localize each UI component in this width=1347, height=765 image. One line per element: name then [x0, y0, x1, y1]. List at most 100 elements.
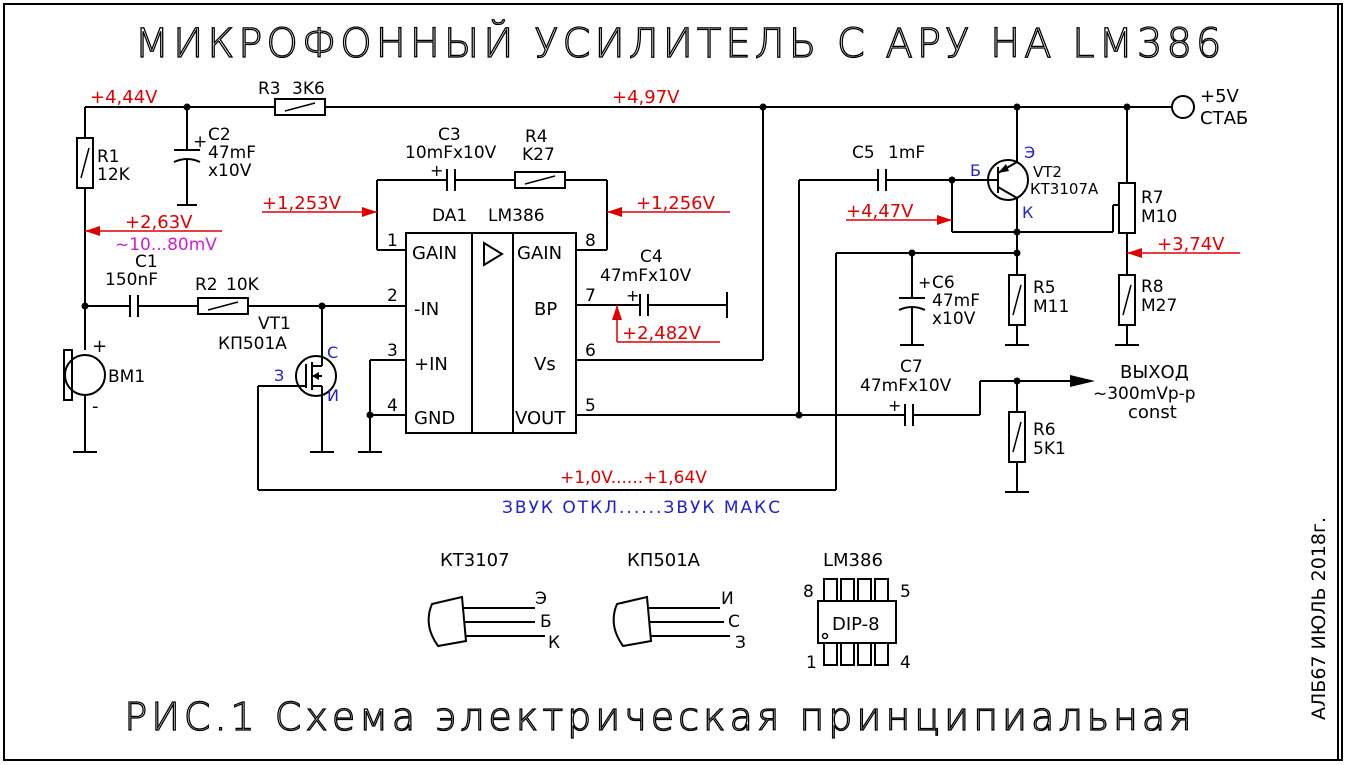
pin-7: 7 — [585, 286, 596, 306]
package-kt3107 — [427, 595, 545, 648]
vt1-drain: С — [327, 343, 338, 362]
c6-ref: C6 — [932, 273, 955, 293]
output-level: ~300mVp-p — [1093, 384, 1196, 404]
pkg-kt-pin-k: К — [548, 633, 560, 653]
voltage-4-47: +4,47V — [846, 201, 914, 222]
c6-voltage: x10V — [932, 309, 976, 329]
resistor-r4 — [514, 171, 566, 189]
r3-ref: R3 — [258, 79, 281, 99]
pin-5: 5 — [585, 396, 596, 416]
ic-right-vout: VOUT — [515, 408, 566, 429]
supply-sub: СТАБ — [1200, 108, 1248, 129]
signal-level: ~10...80mV — [115, 235, 217, 255]
pin-6: 6 — [585, 341, 596, 361]
c2-plus: + — [193, 132, 207, 152]
pin-3: 3 — [387, 341, 398, 361]
pkg-lm-pin1: 1 — [806, 653, 817, 673]
drawing-frame — [3, 3, 1343, 761]
c3-ref: C3 — [438, 125, 461, 145]
resistor-r3 — [274, 98, 326, 116]
r1-ref: R1 — [97, 147, 120, 167]
ic-right-gain: GAIN — [517, 243, 562, 264]
package-kp501 — [612, 595, 730, 648]
pkg-lm-pin5: 5 — [900, 582, 911, 602]
pkg-kp-pin-i: И — [721, 589, 734, 609]
vt2-type: КТ3107А — [1030, 180, 1099, 198]
bm1-ref: BM1 — [108, 367, 145, 387]
sound-range: ЗВУК ОТКЛ......ЗВУК МАКС — [502, 498, 782, 518]
voltage-2-482: +2,482V — [622, 323, 702, 344]
r5-value: M11 — [1033, 297, 1069, 317]
bm1-minus: - — [92, 396, 99, 417]
package-dip8 — [817, 578, 897, 666]
resistor-r8 — [1118, 274, 1136, 326]
ic-lm386 — [405, 232, 577, 434]
pin-1: 1 — [387, 231, 398, 251]
vt1-gate: З — [274, 366, 284, 385]
c2-value: 47mF — [208, 143, 256, 163]
pkg-lm-body: DIP-8 — [832, 614, 880, 635]
output-label: ВЫХОД — [1120, 362, 1189, 383]
supply-terminal — [1171, 95, 1195, 119]
voltage-4-97: +4,97V — [612, 87, 680, 108]
resistor-r5 — [1008, 274, 1026, 326]
ic-right-vs: Vs — [534, 354, 556, 375]
pkg-lm-pin4: 4 — [900, 653, 911, 673]
voltage-gate-range: +1,0V......+1,64V — [560, 468, 707, 488]
resistor-r2 — [197, 297, 249, 315]
voltage-1-253: +1,253V — [262, 193, 342, 214]
bm1-plus: + — [92, 336, 107, 357]
c7-plus: + — [888, 396, 901, 415]
pkg-kt-pin-e: Э — [535, 589, 547, 609]
da1-type: LM386 — [488, 206, 545, 226]
output-const: const — [1128, 402, 1177, 423]
ic-left-noninv: +IN — [414, 354, 448, 375]
ic-left-inv: -IN — [414, 299, 439, 320]
potentiometer-r7 — [1118, 182, 1136, 234]
figure-caption: РИС.1 Схема электрическая принципиальная — [124, 695, 1195, 739]
ic-right-bp: BP — [534, 299, 557, 320]
c1-ref: C1 — [135, 252, 158, 272]
r5-ref: R5 — [1033, 278, 1056, 298]
c1-value: 150nF — [105, 270, 158, 290]
c5-value: 1mF — [888, 143, 925, 163]
diagram-title: МИКРОФОННЫЙ УСИЛИТЕЛЬ С АРУ НА LM386 — [135, 19, 1226, 67]
c6-plus: + — [918, 273, 931, 292]
r8-ref: R8 — [1141, 277, 1164, 297]
pkg-kp-pin-z: З — [735, 633, 746, 653]
vt1-source: И — [327, 386, 339, 405]
c5-ref: C5 — [852, 143, 875, 163]
voltage-2-63: +2,63V — [125, 212, 193, 233]
c2-ref: C2 — [208, 125, 231, 145]
r4-value: K27 — [522, 145, 555, 165]
r3-value: 3K6 — [292, 79, 325, 99]
ic-left-gnd: GND — [414, 408, 455, 429]
pin-2: 2 — [387, 286, 398, 306]
pin-8: 8 — [585, 231, 596, 251]
r1-value: 12K — [97, 165, 131, 185]
r4-ref: R4 — [525, 127, 548, 147]
pkg-kp-pin-s: С — [728, 612, 740, 632]
pkg-lm-pin8: 8 — [803, 582, 814, 602]
ic-left-gain: GAIN — [412, 243, 457, 264]
r8-value: M27 — [1141, 296, 1177, 316]
c7-value: 47mFx10V — [860, 376, 952, 396]
resistor-r1 — [76, 137, 94, 189]
r7-value: M10 — [1141, 207, 1177, 227]
vt1-type: КП501А — [218, 334, 287, 354]
voltage-3-74: +3,74V — [1157, 234, 1225, 255]
vt2-collector: К — [1022, 203, 1034, 222]
c6-value: 47mF — [932, 291, 980, 311]
c4-ref: C4 — [640, 247, 663, 267]
c3-plus: + — [430, 161, 443, 180]
c4-plus: + — [626, 286, 639, 305]
c2-voltage: x10V — [208, 161, 252, 181]
c4-value: 47mFx10V — [600, 266, 692, 286]
voltage-4-44: +4,44V — [90, 87, 158, 108]
r2-ref: R2 — [195, 275, 218, 295]
vt1-ref: VT1 — [258, 314, 291, 334]
pkg-lm-title: LM386 — [823, 550, 883, 571]
pkg-kp-title: КП501А — [627, 550, 701, 571]
da1-ref: DA1 — [432, 206, 467, 226]
